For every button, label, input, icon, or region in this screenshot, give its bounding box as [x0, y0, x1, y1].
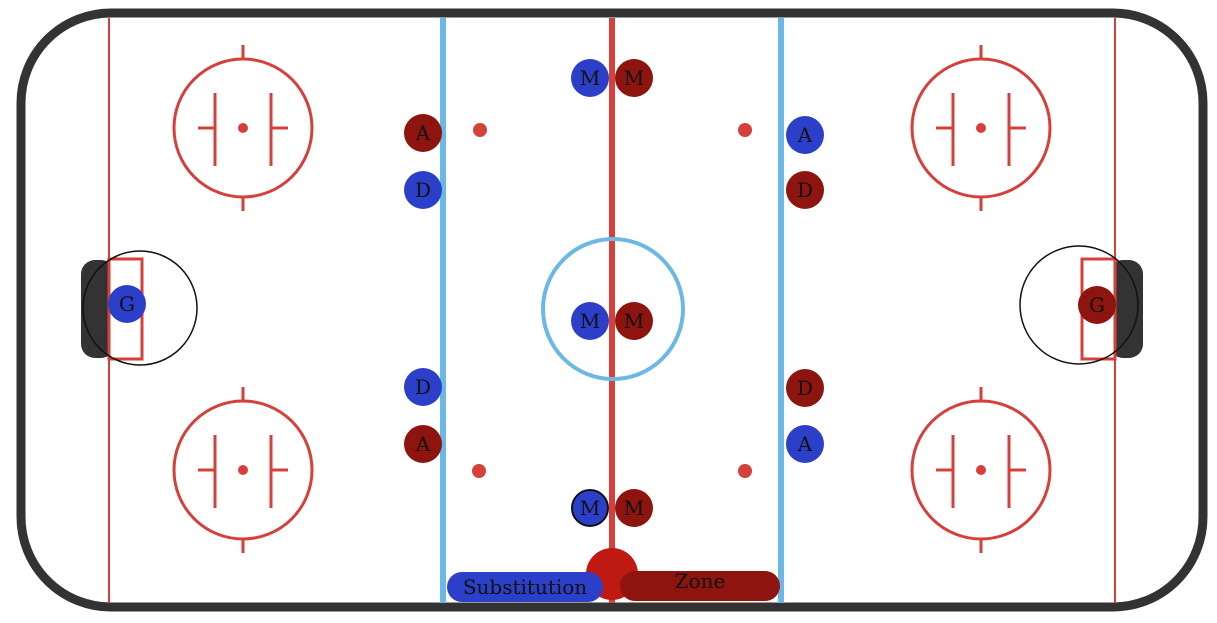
player-token-blue-d-left-bottom[interactable]: D: [404, 368, 442, 406]
faceoff-circle-bottom-right: [910, 387, 1052, 553]
player-token-blue-a-right-top[interactable]: A: [786, 116, 824, 154]
faceoff-dot-neutral-bl: [472, 464, 486, 478]
player-token-red-a-left-bottom[interactable]: A: [404, 425, 442, 463]
player-token-red-m-center[interactable]: M: [615, 302, 653, 340]
faceoff-dot-neutral-tl: [473, 123, 487, 137]
faceoff-circle-top-right: [910, 45, 1052, 211]
player-token-red-m-top[interactable]: M: [615, 59, 653, 97]
player-token-blue-m-bottom[interactable]: M: [571, 489, 609, 527]
player-token-red-d-right-bottom[interactable]: D: [786, 369, 824, 407]
player-token-red-a-left-top[interactable]: A: [404, 114, 442, 152]
player-token-blue-d-left-top[interactable]: D: [404, 171, 442, 209]
blue-line-left: [440, 18, 446, 603]
goalie-zone-left: [82, 250, 198, 366]
faceoff-dot-neutral-tr: [738, 123, 752, 137]
zone-button[interactable]: Zone: [620, 569, 780, 601]
goalie-zone-right: [1019, 245, 1139, 365]
center-red-line: [609, 18, 615, 603]
faceoff-circle-top-left: [172, 45, 314, 211]
player-token-blue-m-top[interactable]: M: [571, 59, 609, 97]
center-circle: [541, 237, 685, 381]
blue-line-right: [778, 18, 784, 603]
substitution-button-label: Substitution: [462, 575, 588, 599]
zone-button-label: Zone: [674, 569, 726, 593]
faceoff-dot-neutral-br: [738, 464, 752, 478]
player-token-red-m-bottom[interactable]: M: [615, 489, 653, 527]
player-token-blue-goalie[interactable]: G: [108, 285, 146, 323]
player-token-red-d-right-top[interactable]: D: [786, 171, 824, 209]
player-token-red-goalie[interactable]: G: [1078, 286, 1116, 324]
faceoff-circle-bottom-left: [172, 387, 314, 553]
player-token-blue-a-right-bottom[interactable]: A: [786, 425, 824, 463]
substitution-button[interactable]: Substitution: [447, 572, 603, 602]
player-token-blue-m-center[interactable]: M: [571, 302, 609, 340]
